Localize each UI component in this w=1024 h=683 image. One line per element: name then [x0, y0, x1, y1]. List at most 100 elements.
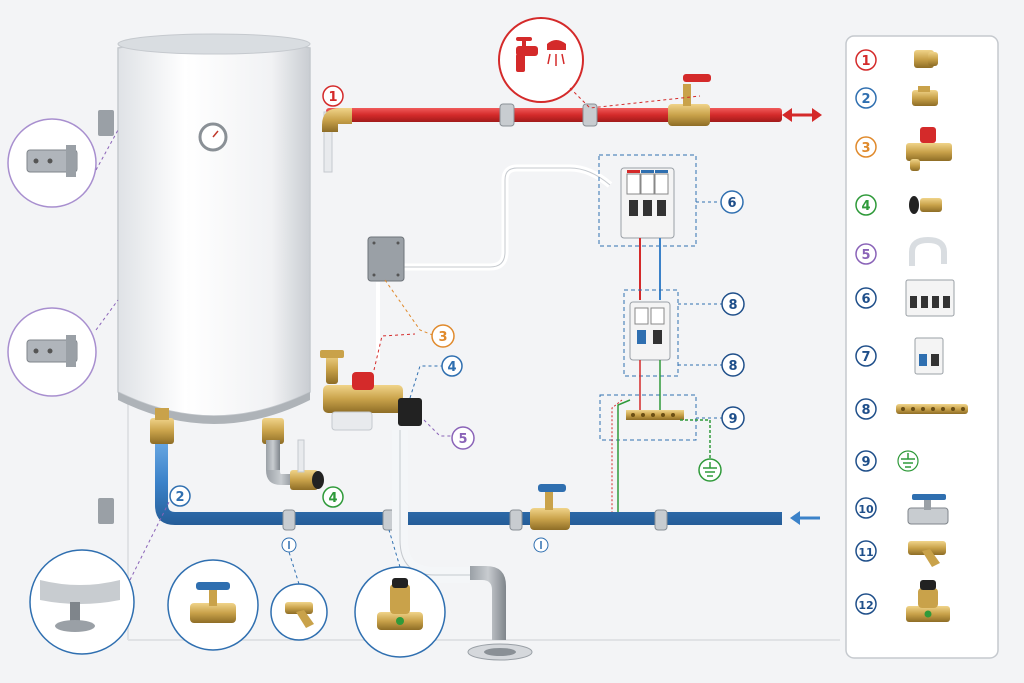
- hot-flow-arrow-icon: [782, 108, 822, 122]
- hot-outlet-bottom-fitting: [262, 418, 296, 485]
- legend-row-10: 10: [855, 494, 949, 525]
- legend-number: 4: [861, 199, 870, 214]
- legend-number: 6: [861, 292, 870, 307]
- circuit-breaker-3p-icon: [905, 279, 955, 317]
- legend-row-1: 1: [855, 49, 938, 71]
- legend-number-badge: [855, 540, 877, 562]
- pipe-clip-3: [282, 509, 296, 531]
- terminal-bar-icon: [896, 404, 968, 414]
- terminal-bar: [599, 394, 697, 441]
- brass-elbow-icon: [914, 50, 938, 68]
- cold-ball-valve[interactable]: [530, 484, 570, 530]
- pipe-clip-6: [654, 509, 668, 531]
- legend-row-2: 2: [855, 86, 938, 109]
- cold-inlet-fitting: [150, 408, 174, 444]
- circuit-breaker-2p[interactable]: [623, 289, 679, 377]
- legend-number-badge: [855, 497, 877, 519]
- legend-row-8: 8: [855, 398, 968, 420]
- legend-row-6: 6: [855, 279, 955, 317]
- callout-4: 4: [441, 355, 463, 377]
- callout-9: 9: [721, 406, 745, 430]
- legend-row-7: 7: [855, 337, 944, 375]
- flexible-hose-icon: [909, 236, 947, 266]
- ball-valve-icon: [907, 494, 949, 525]
- legend-row-11: 11: [855, 540, 946, 567]
- legend-number: 8: [861, 403, 870, 418]
- callout-3: 3: [431, 324, 455, 348]
- pipe-clip-1: [499, 103, 515, 127]
- legend-number: 9: [861, 455, 870, 470]
- faucet-callout: [498, 17, 701, 109]
- ground-wire: [680, 419, 711, 460]
- pipe-clip-5: [509, 509, 523, 531]
- clip-marker-right: [533, 537, 549, 553]
- cold-water-pipe: [155, 440, 782, 525]
- legend-number-badge: [855, 49, 877, 71]
- pressure-reducer-icon: [906, 580, 950, 622]
- brass-adapter-icon: [912, 86, 938, 106]
- callout-4-lower: 4: [322, 486, 344, 508]
- callout-1: 1: [322, 85, 344, 107]
- legend-number-badge: [855, 450, 877, 472]
- legend-number: 5: [861, 248, 870, 263]
- drain-valve[interactable]: [290, 439, 324, 490]
- legend-row-5: 5: [855, 236, 947, 266]
- hot-water-pipe: [326, 108, 782, 122]
- legend-row-3: 3: [855, 127, 952, 171]
- hot-ball-valve[interactable]: [668, 74, 711, 126]
- legend-row-4: 4: [855, 194, 942, 216]
- ground-symbol-icon: [897, 450, 919, 472]
- legend-number-badge: [855, 593, 877, 615]
- adjustable-foot-detail: [29, 549, 135, 655]
- legend-row-9: 9: [855, 450, 919, 472]
- legend-number-badge: [855, 398, 877, 420]
- callout-6: 6: [720, 190, 744, 214]
- cold-flow-arrow-icon: [790, 511, 820, 525]
- legend-number: 11: [858, 546, 873, 559]
- legend-number-badge: [855, 194, 877, 216]
- pipe-clip-2: [582, 103, 598, 127]
- y-strainer-detail: [270, 583, 328, 641]
- callout-3-label: 3: [438, 330, 447, 345]
- water-heater-tank: [98, 33, 311, 524]
- callout-5-label: 5: [458, 432, 467, 447]
- legend-number: 1: [861, 54, 870, 69]
- legend-row-12: 12: [855, 580, 950, 622]
- legend-number-badge: [855, 136, 877, 158]
- callout-4-label: 4: [447, 360, 456, 375]
- circuit-breaker-3p[interactable]: [598, 154, 697, 247]
- legend-number-badge: [855, 345, 877, 367]
- legend-number: 12: [858, 599, 873, 612]
- callout-2-label: 2: [175, 490, 184, 505]
- callout-8b: 8: [721, 353, 745, 377]
- pressure-reducer-detail: [354, 566, 446, 658]
- callout-8a: 8: [721, 292, 745, 316]
- callout-8a-label: 8: [728, 298, 737, 313]
- callout-9-label: 9: [728, 412, 737, 427]
- callout-5: 5: [451, 426, 475, 450]
- wall-bracket-detail-top: [7, 118, 97, 208]
- callout-4b-label: 4: [328, 491, 337, 506]
- legend-number: 10: [858, 503, 874, 516]
- safety-valve-group-icon: [906, 127, 952, 171]
- callout-1-label: 1: [328, 90, 337, 105]
- callout-6-label: 6: [727, 196, 736, 211]
- ball-valve-detail: [167, 559, 259, 651]
- circuit-breaker-2p-icon: [914, 337, 944, 375]
- legend-number: 2: [861, 92, 870, 107]
- y-strainer-icon: [908, 541, 946, 567]
- callout-2: 2: [169, 485, 191, 507]
- legend-number-badge: [855, 243, 877, 265]
- brass-elbow-fitting: [322, 108, 352, 132]
- clip-marker-left: [281, 537, 297, 553]
- legend-number-badge: [855, 87, 877, 109]
- legend-number: 7: [861, 350, 870, 365]
- junction-box: [367, 236, 405, 282]
- safety-valve-group[interactable]: [320, 350, 422, 431]
- faucet-shower-icon: [516, 37, 566, 72]
- legend-number: 3: [861, 141, 870, 156]
- drain-valve-icon: [909, 196, 942, 214]
- wall-bracket-detail-middle: [7, 307, 97, 397]
